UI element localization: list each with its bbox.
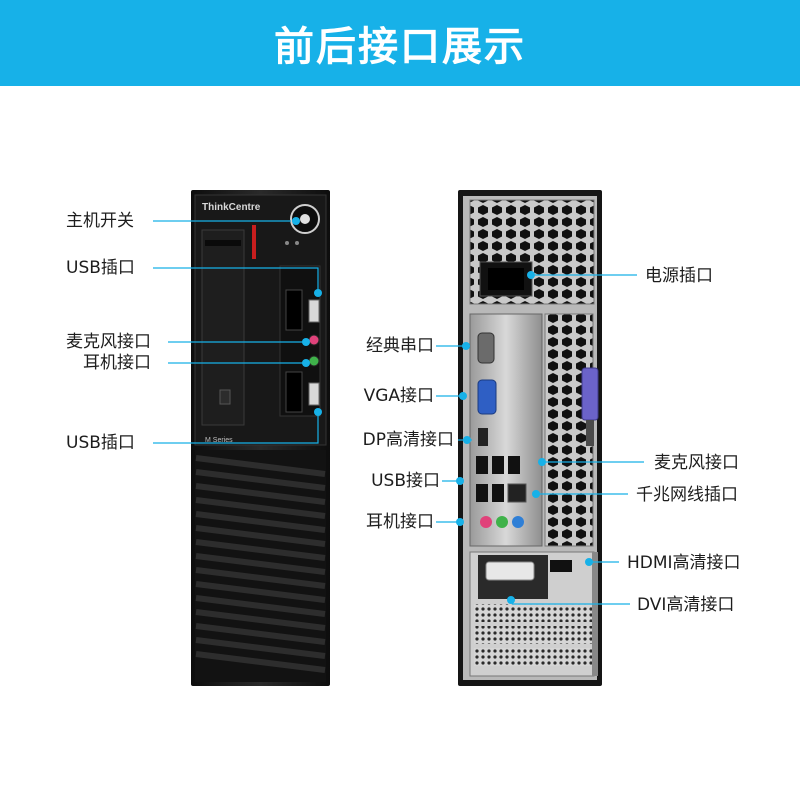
- label-serial-port: 经典串口: [366, 336, 434, 356]
- brand-logo-text: ThinkCentre: [202, 202, 261, 213]
- label-ethernet-port: 千兆网线插口: [636, 485, 738, 505]
- label-hdmi-port: HDMI高清接口: [627, 553, 741, 573]
- front-case: [191, 190, 330, 686]
- label-dvi-port: DVI高清接口: [637, 595, 735, 615]
- label-rear-usb: USB接口: [371, 471, 440, 491]
- page-title: 前后接口展示: [274, 24, 526, 70]
- label-front-mic: 麦克风接口: [66, 332, 151, 352]
- rear-case: [458, 190, 602, 686]
- label-front-usb-bottom: USB插口: [66, 433, 135, 453]
- label-rear-headphone: 耳机接口: [366, 512, 434, 532]
- label-front-usb-top: USB插口: [66, 258, 135, 278]
- label-power-switch: 主机开关: [66, 211, 134, 231]
- label-vga-port: VGA接口: [363, 386, 434, 406]
- callout-dots: [292, 217, 593, 604]
- label-power-socket: 电源插口: [645, 266, 713, 286]
- title-banner: 前后接口展示: [0, 0, 800, 86]
- label-dp-port: DP高清接口: [362, 430, 454, 450]
- label-front-headphone: 耳机接口: [83, 353, 151, 373]
- series-text: M Series: [205, 437, 233, 444]
- front-vents: [195, 450, 326, 682]
- label-rear-mic: 麦克风接口: [654, 453, 739, 473]
